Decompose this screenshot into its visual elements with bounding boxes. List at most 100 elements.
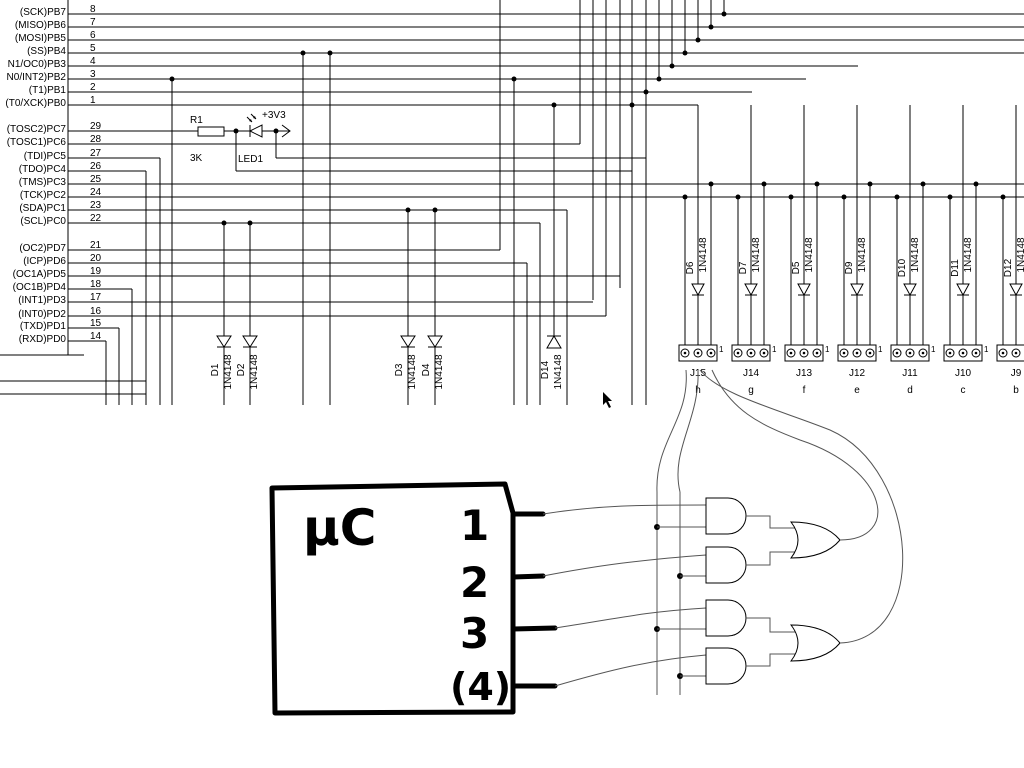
segment-diode-name: D9 (844, 261, 855, 274)
mcu-pin-number: 24 (90, 187, 102, 198)
sketch-pin-2: 2 (460, 558, 489, 607)
sketch-pin-3: 3 (460, 609, 489, 658)
mcu-pin-number: 7 (90, 17, 96, 28)
mcu-pin-number: 20 (90, 253, 102, 264)
segment-letter: d (907, 385, 913, 396)
mcu-pin-label: (OC2)PD7 (19, 243, 66, 254)
connector-name: J11 (902, 368, 918, 379)
mcu-pin-number: 21 (90, 240, 102, 251)
mcu-pin-label: (MOSI)PB5 (15, 33, 67, 44)
connector-pin1-marker: 1 (931, 345, 936, 354)
connector-pin1-marker: 1 (719, 345, 724, 354)
mcu-pin-label: (TDO)PC4 (19, 164, 67, 175)
connector-name: J10 (955, 368, 972, 379)
diode-name: D2 (236, 363, 247, 376)
segment-diode-type: 1N4148 (963, 237, 974, 272)
and-gate-2 (705, 546, 747, 584)
mcu-pin-label: (TOSC2)PC7 (7, 124, 67, 135)
mcu-pin-number: 22 (90, 213, 102, 224)
diode-type: 1N4148 (249, 354, 260, 389)
segment-letter: b (1013, 385, 1019, 396)
mcu-pin-number: 28 (90, 134, 102, 145)
mcu-pin-label: (SDA)PC1 (19, 203, 66, 214)
segment-diode-name: D11 (950, 259, 961, 277)
connector-pin1-marker: 1 (878, 345, 883, 354)
connector-name: J14 (743, 368, 760, 379)
mcu-pin-label: (MISO)PB6 (15, 20, 67, 31)
mcu-pin-label: (OC1B)PD4 (13, 282, 67, 293)
segment-diode-type: 1N4148 (751, 237, 762, 272)
segment-letter: f (803, 385, 806, 396)
mcu-pin-label: (RXD)PD0 (19, 334, 67, 345)
bus-wiring (0, 0, 1024, 405)
mcu-pin-label: (SCK)PB7 (20, 7, 67, 18)
mcu-pin-number: 1 (90, 95, 96, 106)
mcu-pin-number: 26 (90, 161, 102, 172)
or-gate-1 (789, 521, 841, 559)
mcu-pin-label: (INT0)PD2 (18, 309, 66, 320)
diode-name: D3 (394, 363, 405, 376)
connector-pin1-marker: 1 (772, 345, 777, 354)
diode-name: D1 (210, 363, 221, 376)
segment-diode-type: 1N4148 (857, 237, 868, 272)
mcu-pin-number: 3 (90, 69, 96, 80)
diode-type: 1N4148 (434, 354, 445, 389)
mcu-pin-number: 8 (90, 4, 96, 15)
segment-diode-type: 1N4148 (1016, 237, 1024, 272)
diode-name: D4 (421, 363, 432, 376)
or-gate-2 (789, 624, 841, 662)
mcu-pin-number: 15 (90, 318, 102, 329)
segment-letter: e (854, 385, 860, 396)
mcu-pin-label: (T1)PB1 (29, 85, 67, 96)
segment-letter: h (695, 385, 701, 396)
mcu-pin-number: 27 (90, 148, 102, 159)
mcu-pin-label: (TCK)PC2 (20, 190, 67, 201)
segment-diode-name: D7 (738, 261, 749, 274)
connector-name: J9 (1011, 368, 1022, 379)
resistor-r1: R1 3K (190, 115, 239, 164)
diode-type: 1N4148 (553, 354, 564, 389)
resistor-value: 3K (190, 153, 203, 164)
mcu-pin-label: (TOSC1)PC6 (7, 137, 67, 148)
diode-type: 1N4148 (223, 354, 234, 389)
mcu-pin-number: 6 (90, 30, 96, 41)
mcu-pin-number: 17 (90, 292, 102, 303)
led-supply: +3V3 (262, 110, 286, 121)
mcu-pin-number: 5 (90, 43, 96, 54)
segment-diode-type: 1N4148 (804, 237, 815, 272)
mcu-pin-label: (SS)PB4 (27, 46, 66, 57)
mcu-pin-number: 14 (90, 331, 102, 342)
connector-name: J12 (849, 368, 866, 379)
mcu-pin-number: 23 (90, 200, 102, 211)
mcu-pin-label: (ICP)PD6 (23, 256, 66, 267)
mcu-pin-label: N0/INT2)PB2 (7, 72, 67, 83)
mcu-pin-number: 19 (90, 266, 102, 277)
diode-type: 1N4148 (407, 354, 418, 389)
segment-b: D121N41481J9b (996, 105, 1024, 396)
segment-diode-name: D12 (1003, 258, 1014, 277)
segment-diode-type: 1N4148 (910, 237, 921, 272)
segment-letter: g (748, 385, 754, 396)
mcu-sketch-title: µC (303, 499, 377, 557)
led-led1: +3V3 LED1 (236, 110, 291, 165)
mouse-cursor-icon (603, 392, 612, 408)
resistor-name: R1 (190, 115, 203, 126)
diode-name: D14 (540, 360, 551, 379)
segment-diode-name: D6 (685, 261, 696, 274)
mcu-pin-number: 4 (90, 56, 96, 67)
mcu-pin-label: (SCL)PC0 (20, 216, 66, 227)
hand-sketch: µC 1 2 3 (4) (269, 369, 904, 716)
and-gate-4 (705, 647, 747, 685)
